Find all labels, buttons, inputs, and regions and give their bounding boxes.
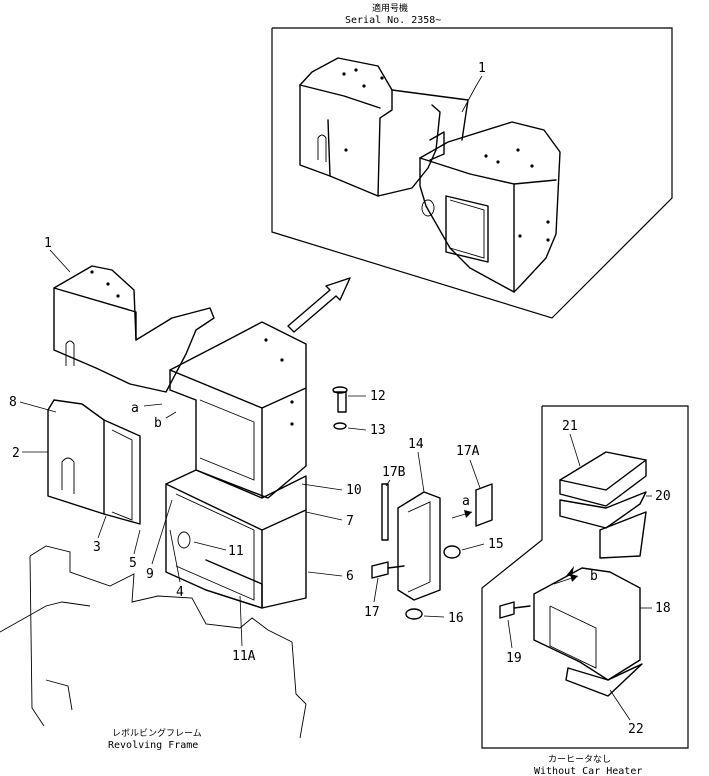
callout-7: 7	[346, 514, 354, 529]
callout-12: 12	[370, 389, 386, 404]
callout-16: 16	[448, 611, 464, 626]
revolving-frame-caption-jp: レボルビングフレーム	[112, 727, 202, 739]
callout-11a: 11A	[232, 649, 256, 664]
callouts: 1 2 3 4 5 6 7 8 9 10 11 11A 12 13 14 15 …	[9, 236, 671, 737]
callout-17: 17	[364, 605, 380, 620]
callout-5: 5	[129, 556, 137, 571]
inset-cover-drawing	[299, 57, 561, 293]
callout-3: 3	[93, 540, 101, 555]
without-heater-frame	[481, 405, 689, 749]
callout-17a: 17A	[456, 444, 480, 459]
callout-1: 1	[44, 236, 52, 251]
callout-15: 15	[488, 537, 504, 552]
callout-19: 19	[506, 651, 522, 666]
revolving-frame-caption-en: Revolving Frame	[108, 740, 198, 751]
callout-8: 8	[9, 395, 17, 410]
direction-arrow	[287, 277, 351, 333]
callout-10: 10	[346, 483, 362, 498]
serial-inset: 適用号機 Serial No. 2358~	[271, 2, 673, 319]
inset-callout-1: 1	[478, 61, 486, 76]
without-heater-caption-jp: カーヒータなし	[548, 754, 611, 765]
callout-2: 2	[12, 446, 20, 461]
callout-22: 22	[628, 722, 644, 737]
callout-4: 4	[176, 585, 184, 600]
callout-6: 6	[346, 569, 354, 584]
connection-markers: a b a b	[131, 401, 598, 585]
callout-11: 11	[228, 544, 244, 559]
callout-9: 9	[146, 567, 154, 582]
marker-a-left: a	[131, 401, 139, 416]
serial-title-en: Serial No. 2358~	[345, 15, 441, 26]
marker-a-right: a	[462, 494, 470, 509]
callout-21: 21	[562, 419, 578, 434]
marker-b-left: b	[154, 416, 162, 431]
callout-18: 18	[655, 601, 671, 616]
serial-inset-frame	[271, 27, 673, 319]
callout-20: 20	[655, 489, 671, 504]
callout-13: 13	[370, 423, 386, 438]
callout-17b: 17B	[382, 465, 406, 480]
without-heater-inset	[481, 405, 689, 749]
serial-title-jp: 適用号機	[372, 2, 408, 14]
without-heater-caption-en: Without Car Heater	[534, 766, 642, 776]
marker-b-right: b	[590, 569, 598, 584]
main-assembly-drawing	[0, 265, 493, 739]
callout-14: 14	[408, 437, 424, 452]
